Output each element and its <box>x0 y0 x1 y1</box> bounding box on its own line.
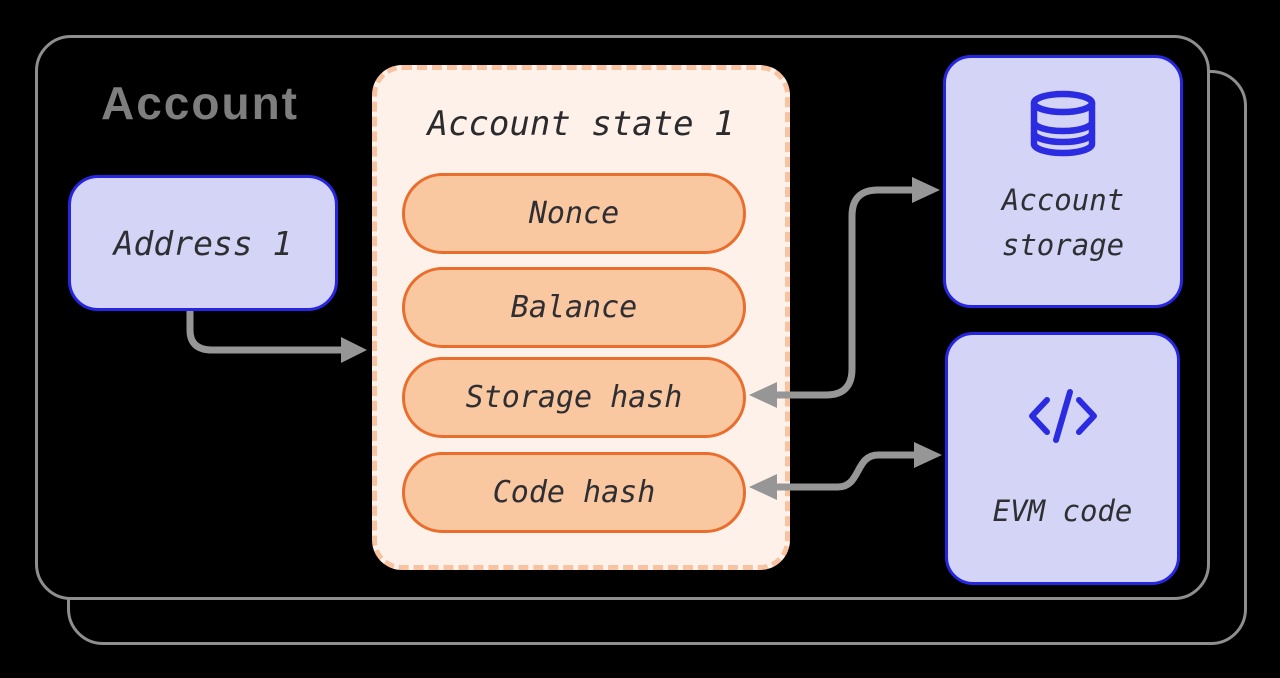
address-node: Address 1 <box>68 175 338 311</box>
code-icon <box>1028 389 1097 443</box>
account-state-title: Account state 1 <box>427 104 735 144</box>
evm-code-node: EVM code <box>945 332 1180 585</box>
pill-balance: Balance <box>402 267 746 348</box>
account-state-node: Account state 1 Nonce Balance Storage ha… <box>372 65 790 570</box>
pill-code-hash-label: Code hash <box>492 475 656 510</box>
pill-nonce: Nonce <box>402 173 746 254</box>
account-storage-node: Account storage <box>943 55 1183 308</box>
account-storage-label-line1: Account <box>1001 183 1125 217</box>
pill-storage-hash: Storage hash <box>402 357 746 438</box>
account-storage-label-line2: storage <box>1001 228 1125 262</box>
database-icon <box>1030 90 1096 157</box>
pill-code-hash: Code hash <box>402 452 746 533</box>
evm-code-label: EVM code <box>992 494 1133 528</box>
account-storage-label: Account storage <box>1002 178 1124 268</box>
account-container-title: Account <box>101 77 299 129</box>
address-label: Address 1 <box>113 223 293 263</box>
pill-storage-hash-label: Storage hash <box>465 380 683 415</box>
pill-nonce-label: Nonce <box>528 196 620 231</box>
pill-balance-label: Balance <box>510 290 638 325</box>
